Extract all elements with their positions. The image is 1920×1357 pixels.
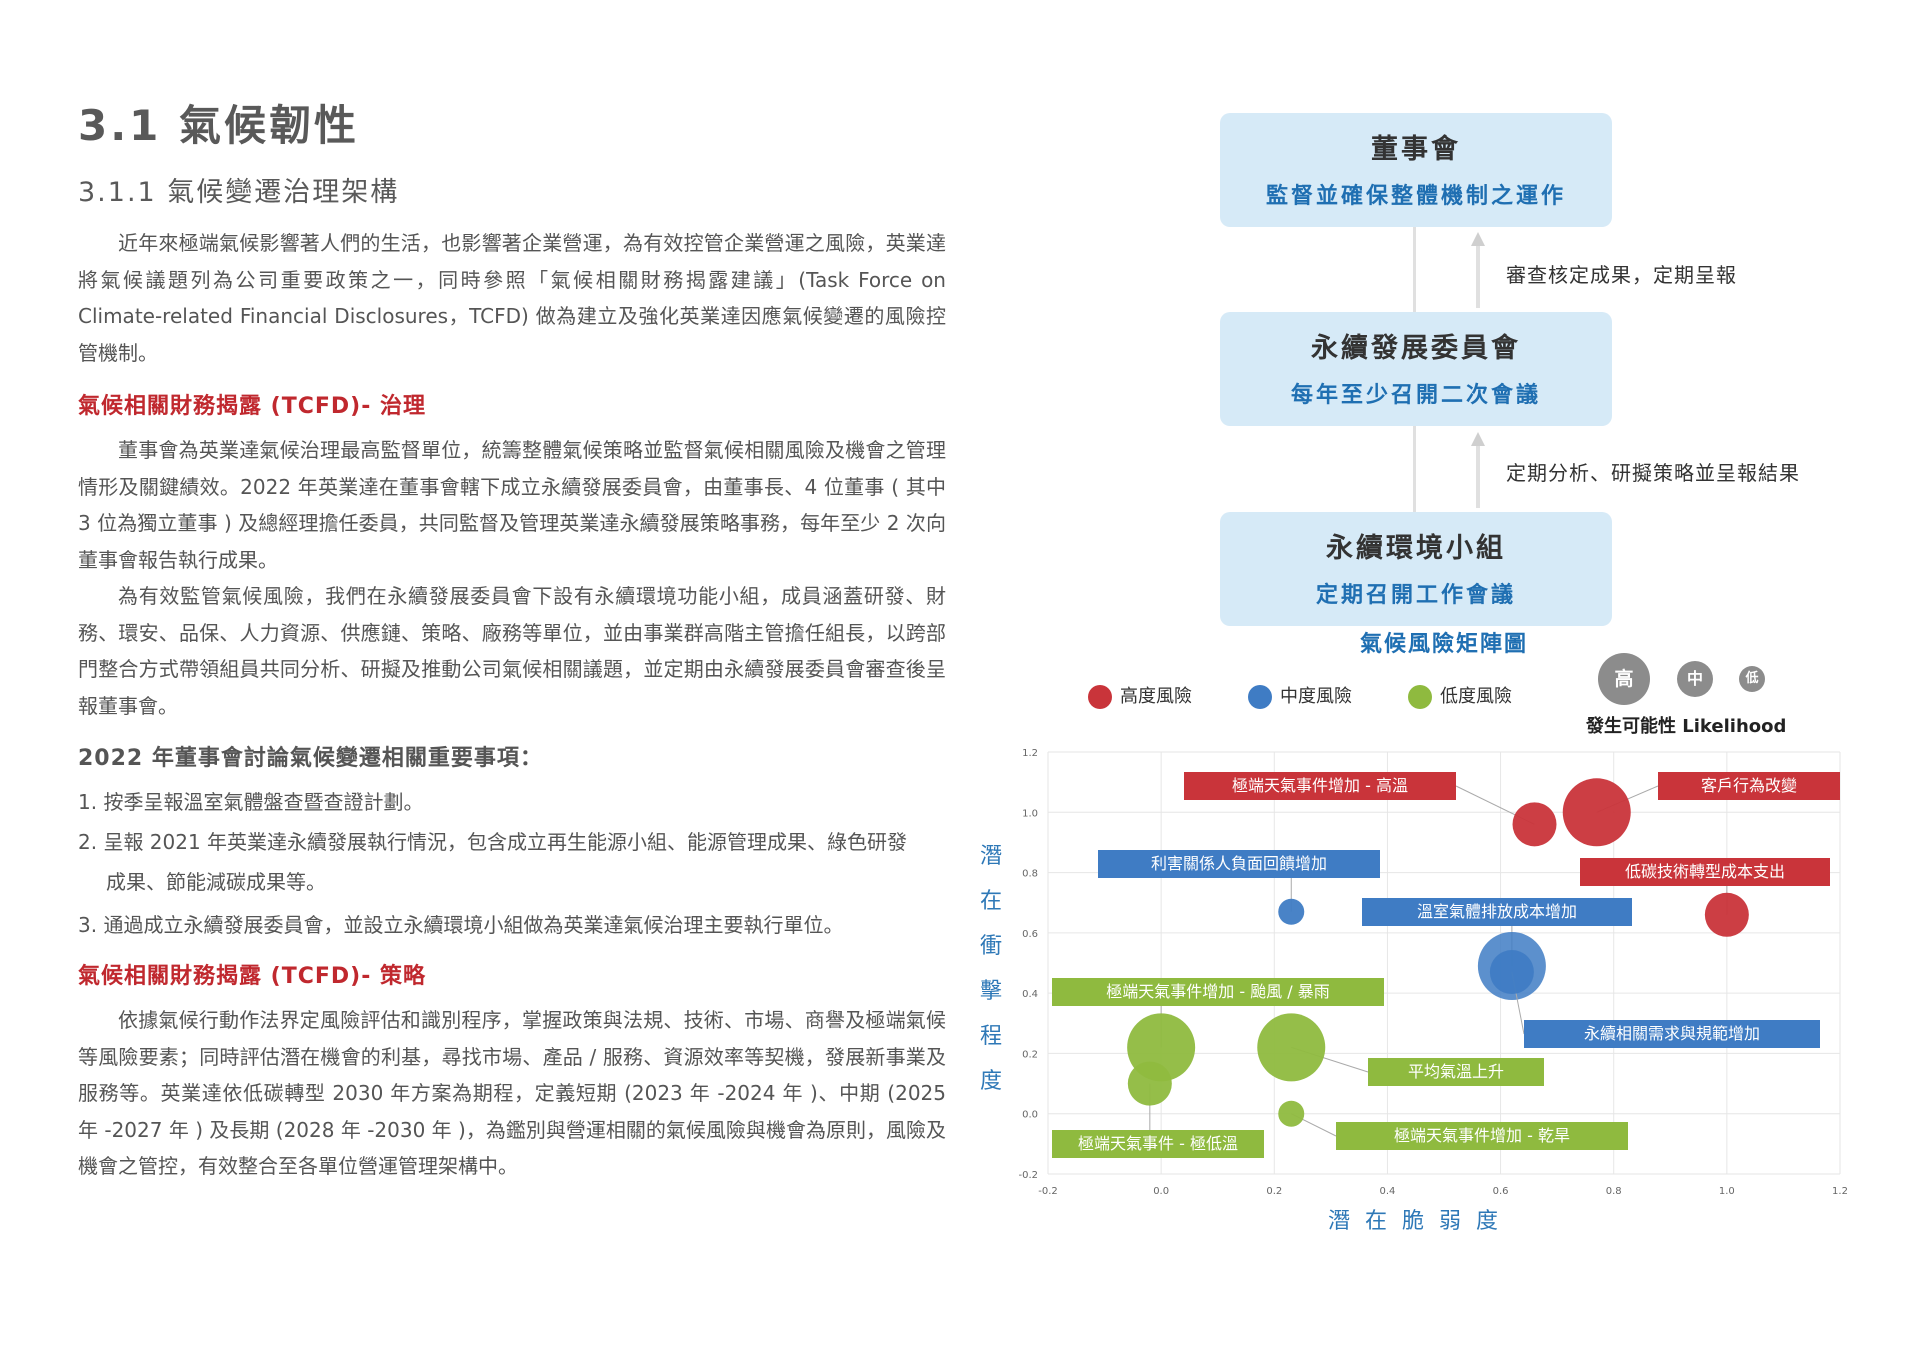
legend-low: 低度風險	[1408, 682, 1512, 709]
meeting-item-1: 1. 按季呈報溫室氣體盤查暨查證計劃。	[78, 790, 424, 814]
org-box-committee: 永續發展委員會 每年至少召開二次會議	[1220, 312, 1612, 426]
y-tick-label: -0.2	[1018, 1170, 1038, 1181]
x-tick-label: 1.0	[1719, 1186, 1735, 1197]
meeting-item-3: 3. 通過成立永續發展委員會，並設立永續環境小組做為英業達氣候治理主要執行單位。	[78, 913, 844, 937]
x-tick-label: 1.2	[1832, 1186, 1848, 1197]
x-tick-label: 0.8	[1606, 1186, 1622, 1197]
y-tick-label: 0.6	[1022, 929, 1038, 940]
arrow-up-icon	[1471, 232, 1485, 246]
meeting-heading: 2022 年董事會討論氣候變遷相關重要事項：	[78, 746, 543, 771]
risk-label: 平均氣溫上升	[1408, 1062, 1504, 1081]
risk-label: 極端天氣事件 - 極低溫	[1078, 1134, 1238, 1153]
org-committee-subtitle: 每年至少召開二次會議	[1290, 383, 1541, 408]
arrow-shaft-lower	[1476, 446, 1480, 508]
legend-medium-dot	[1248, 685, 1272, 709]
y-tick-label: 0.0	[1022, 1110, 1038, 1121]
arrow-shaft-upper	[1476, 246, 1480, 308]
y-axis-title-char-2: 在	[980, 889, 1003, 914]
risk-label: 極端天氣事件增加 - 颱風 / 暴雨	[1106, 982, 1330, 1001]
risk-label-box	[1524, 1020, 1820, 1048]
intro-paragraph: 近年來極端氣候影響著人們的生活，也影響著企業營運，為有效控管企業營運之風險，英業…	[78, 231, 946, 365]
y-axis-title-char-5: 程	[980, 1024, 1003, 1049]
legend-high-dot	[1088, 685, 1112, 709]
x-tick-label: -0.2	[1038, 1186, 1058, 1197]
risk-bubble	[1127, 1061, 1172, 1106]
strategy-paragraph: 依據氣候行動作法界定風險評估和識別程序，掌握政策與法規、技術、市場、商譽及極端氣…	[78, 1008, 946, 1178]
risk-label-box	[1658, 772, 1840, 800]
risk-label-box	[1368, 1058, 1544, 1086]
x-axis-title: 潛在脆弱度	[1328, 1209, 1514, 1234]
meeting-item-2: 2. 呈報 2021 年英業達永續發展執行情況，包含成立再生能源小組、能源管理成…	[78, 822, 946, 902]
meeting-item-2-line-1: 2. 呈報 2021 年英業達永續發展執行情況，包含成立再生能源小組、能源管理成…	[78, 830, 908, 854]
y-tick-label: 0.4	[1022, 989, 1038, 1000]
risk-label-box	[1336, 1122, 1628, 1150]
risk-bubble	[1562, 778, 1631, 847]
org-board-subtitle: 監督並確保整體機制之運作	[1265, 184, 1566, 209]
org-committee-title: 永續發展委員會	[1311, 333, 1521, 364]
y-axis-title-char-1: 潛	[980, 844, 1003, 869]
risk-label: 永續相關需求與規範增加	[1584, 1024, 1760, 1043]
legend-high: 高度風險	[1088, 682, 1192, 709]
org-group-subtitle: 定期召開工作會議	[1315, 583, 1516, 608]
y-tick-label: 0.8	[1022, 869, 1038, 880]
org-box-board: 董事會 監督並確保整體機制之運作	[1220, 113, 1612, 227]
risk-label-box	[1098, 850, 1380, 878]
legend-medium: 中度風險	[1248, 682, 1352, 709]
org-box-group: 永續環境小組 定期召開工作會議	[1220, 512, 1612, 626]
legend-medium-label: 中度風險	[1280, 686, 1352, 707]
risk-label: 客戶行為改變	[1701, 776, 1797, 795]
risk-bubble	[1704, 892, 1749, 937]
likelihood-low: 低	[1739, 666, 1765, 692]
legend-high-label: 高度風險	[1120, 686, 1192, 707]
governance-paragraph-2: 為有效監管氣候風險，我們在永續發展委員會下設有永續環境功能小組，成員涵蓋研發、財…	[78, 584, 946, 718]
risk-label: 利害關係人負面回饋增加	[1151, 854, 1327, 873]
x-tick-label: 0.6	[1493, 1186, 1509, 1197]
risk-label: 溫室氣體排放成本增加	[1417, 902, 1577, 921]
y-axis-title-char-3: 衝	[980, 934, 1003, 959]
governance-paragraph-1: 董事會為英業達氣候治理最高監督單位，統籌整體氣候策略並監督氣候相關風險及機會之管…	[78, 438, 946, 572]
legend-low-dot	[1408, 685, 1432, 709]
arrow-up-icon	[1471, 432, 1485, 446]
risk-label-box	[1362, 898, 1632, 926]
legend-low-label: 低度風險	[1440, 686, 1512, 707]
meeting-item-2-line-2: 成果、節能減碳成果等。	[106, 870, 326, 894]
governance-heading: 氣候相關財務揭露 (TCFD)- 治理	[78, 394, 427, 419]
risk-label-box	[1052, 978, 1384, 1006]
y-axis-title-char-6: 度	[980, 1069, 1003, 1094]
org-connector-upper	[1413, 226, 1416, 312]
subsection-title: 3.1.1 氣候變遷治理架構	[78, 177, 400, 208]
risk-label: 極端天氣事件增加 - 乾旱	[1394, 1126, 1570, 1145]
org-note-upper: 審查核定成果，定期呈報	[1506, 263, 1737, 287]
matrix-title: 氣候風險矩陣圖	[1360, 632, 1529, 657]
likelihood-high: 高	[1598, 653, 1650, 705]
risk-matrix-chart: -0.2 0.0 0.2 0.4 0.6 0.8 1.0 1.2 -0.2 0.0 0.2 0.4 0.…	[1018, 748, 1848, 1197]
section-title: 3.1 氣候韌性	[78, 101, 360, 150]
org-connector-lower	[1413, 426, 1416, 512]
risk-bubble	[1278, 1100, 1305, 1127]
y-tick-label: 1.2	[1022, 748, 1038, 759]
y-tick-label: 1.0	[1022, 808, 1038, 819]
risk-bubble	[1512, 802, 1557, 847]
risk-label: 低碳技術轉型成本支出	[1625, 862, 1785, 881]
risk-label: 極端天氣事件增加 - 高溫	[1232, 776, 1408, 795]
org-board-title: 董事會	[1371, 134, 1461, 165]
y-axis-title-char-4: 擊	[980, 979, 1003, 1004]
x-tick-label: 0.4	[1379, 1186, 1395, 1197]
org-note-lower: 定期分析、研擬策略並呈報結果	[1506, 461, 1800, 485]
org-group-title: 永續環境小組	[1326, 533, 1506, 564]
likelihood-caption: 發生可能性 Likelihood	[1586, 716, 1787, 737]
x-tick-label: 0.2	[1266, 1186, 1282, 1197]
strategy-heading: 氣候相關財務揭露 (TCFD)- 策略	[78, 964, 427, 989]
risk-label-box	[1184, 772, 1456, 800]
risk-label-box	[1052, 1130, 1264, 1158]
x-tick-label: 0.0	[1153, 1186, 1169, 1197]
risk-bubble	[1489, 950, 1534, 995]
y-tick-label: 0.2	[1022, 1049, 1038, 1060]
risk-bubble	[1278, 898, 1305, 925]
risk-label-box	[1580, 858, 1830, 886]
risk-bubble	[1257, 1013, 1326, 1082]
likelihood-medium: 中	[1677, 661, 1713, 697]
